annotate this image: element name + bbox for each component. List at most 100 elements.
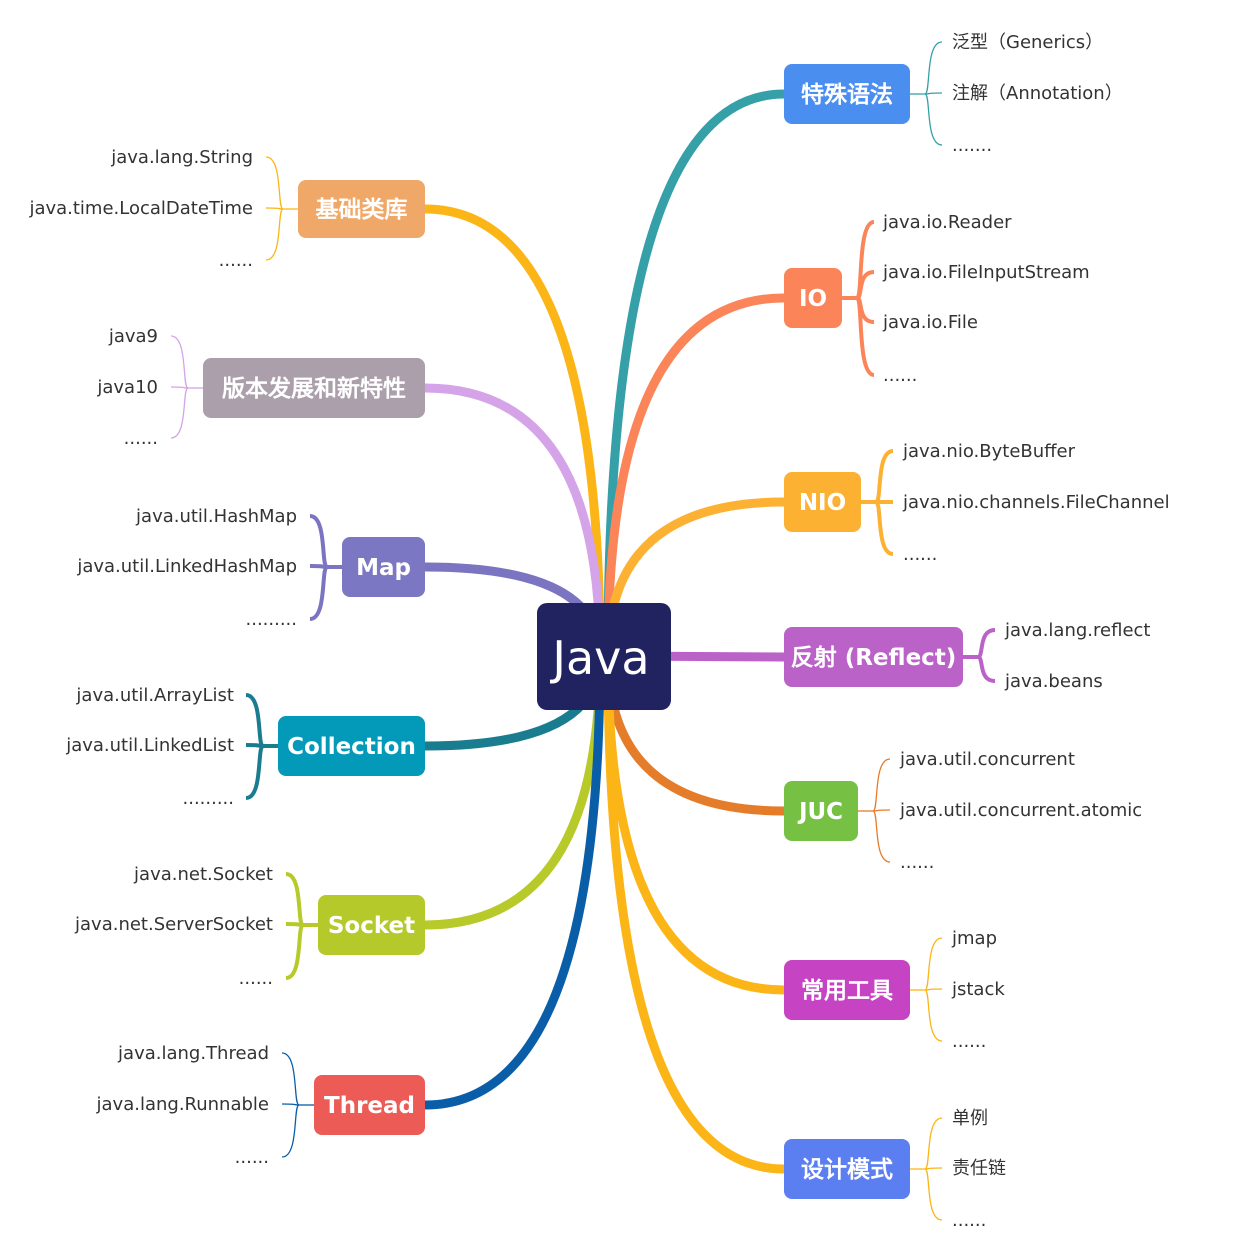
bracket-curve [245, 744, 265, 800]
topic-node[interactable]: IO [784, 268, 842, 328]
leaf-item[interactable]: ....... [952, 135, 992, 156]
leaf-item[interactable]: java10 [96, 377, 158, 398]
topic-node[interactable]: Thread [314, 1075, 425, 1135]
branch-connector [603, 651, 789, 1174]
bracket-curve [309, 514, 329, 569]
branch-left-3: java.util.ArrayList java.util.LinkedList.… [65, 685, 425, 809]
topic-node[interactable]: Socket [318, 895, 425, 955]
bracket-curve [872, 758, 891, 812]
root-node[interactable]: Java [537, 603, 671, 710]
branch-right-2: java.nio.ByteBuffer java.nio.channels.Fil… [784, 441, 1170, 565]
topic-label: Socket [328, 913, 415, 939]
topic-node-box [784, 1139, 910, 1199]
leaf-item[interactable]: ...... [900, 852, 934, 873]
leaf-item[interactable]: java.util.LinkedHashMap [76, 556, 297, 577]
leaf-item[interactable]: java.util.concurrent [899, 749, 1075, 770]
topic-label: 设计模式 [801, 1157, 893, 1183]
branch-right-4: java.util.concurrent java.util.concurrent… [784, 749, 1142, 873]
branch-right-3: java.lang.reflect java.beans 反射 (Reflect) [784, 620, 1150, 692]
bracket-curve [265, 208, 284, 261]
topic-node-box [784, 627, 963, 687]
bracket-curve [924, 93, 943, 146]
bracket-curve [924, 1167, 943, 1170]
leaf-item[interactable]: jmap [951, 928, 997, 949]
bracket-curve [170, 387, 189, 439]
leaf-item[interactable]: ......... [183, 788, 235, 809]
topic-node-box [298, 180, 425, 238]
leaf-item[interactable]: ...... [124, 428, 158, 449]
topic-label: 反射 (Reflect) [791, 644, 957, 671]
branch-left-2: java.util.HashMap java.util.LinkedHashMap… [76, 506, 425, 630]
bracket-curve [309, 565, 329, 621]
leaf-item[interactable]: 注解（Annotation） [952, 83, 1123, 104]
leaf-item[interactable]: ......... [246, 609, 298, 630]
leaf-item[interactable]: java.time.LocalDateTime [28, 198, 253, 219]
topic-node[interactable]: Map [342, 537, 425, 597]
branch-left-0: java.lang.String java.time.LocalDateTime.… [28, 147, 425, 271]
topic-node-box [784, 268, 842, 328]
branch-connector [420, 383, 605, 661]
leaf-item[interactable]: ...... [235, 1147, 269, 1168]
root-node-box [537, 603, 671, 710]
topic-label: NIO [799, 490, 846, 516]
leaf-item[interactable]: java.lang.String [110, 147, 253, 168]
leaf-item[interactable]: 单例 [952, 1108, 988, 1129]
leaf-item[interactable]: java.lang.reflect [1004, 620, 1150, 641]
bracket-curve [924, 937, 943, 991]
topic-label: IO [799, 286, 827, 312]
topic-node[interactable]: 版本发展和新特性 [203, 358, 425, 418]
topic-label: Map [356, 555, 411, 581]
leaf-item[interactable]: java.net.ServerSocket [74, 914, 273, 935]
leaf-item[interactable]: java.beans [1004, 671, 1103, 692]
topic-node[interactable]: NIO [784, 472, 861, 532]
topic-node-box [342, 537, 425, 597]
leaf-item[interactable]: java.util.ArrayList [75, 685, 234, 706]
leaf-item[interactable]: java9 [108, 326, 158, 347]
leaf-item[interactable]: ...... [883, 365, 917, 386]
topic-label: 版本发展和新特性 [222, 375, 406, 402]
leaf-item[interactable]: java.io.Reader [882, 212, 1012, 233]
topic-node-box [278, 716, 425, 776]
leaf-item[interactable]: ...... [903, 544, 937, 565]
branch-left-1: java9 java10...... 版本发展和新特性 [96, 326, 425, 449]
bracket-curve [872, 809, 891, 812]
branch-right-1: java.io.Reader java.io.FileInputStream jav… [784, 212, 1090, 386]
topic-node-box [784, 781, 858, 841]
leaf-item[interactable]: ...... [239, 968, 273, 989]
bracket-curve [285, 923, 305, 980]
topic-node[interactable]: 反射 (Reflect) [784, 627, 963, 687]
leaf-item[interactable]: java.io.File [882, 312, 978, 333]
leaf-item[interactable]: java.util.HashMap [135, 506, 297, 527]
bracket-curve [924, 92, 943, 95]
leaf-item[interactable]: ...... [952, 1031, 986, 1052]
bracket-curve [170, 335, 189, 389]
leaf-item[interactable]: 责任链 [952, 1158, 1006, 1179]
topic-node[interactable]: 基础类库 [298, 180, 425, 238]
leaf-item[interactable]: java.nio.channels.FileChannel [902, 492, 1170, 513]
leaf-item[interactable]: java.io.FileInputStream [882, 262, 1090, 283]
bracket-curve [170, 386, 189, 389]
topic-node[interactable]: Collection [278, 716, 425, 776]
leaf-item[interactable]: java.lang.Runnable [96, 1094, 269, 1115]
topic-node[interactable]: 常用工具 [784, 960, 910, 1020]
leaf-item[interactable]: java.net.Socket [133, 864, 273, 885]
branch-connector [420, 651, 605, 1110]
leaf-item[interactable]: java.util.concurrent.atomic [899, 800, 1142, 821]
topic-node[interactable]: JUC [784, 781, 858, 841]
leaf-item[interactable]: 泛型（Generics） [952, 32, 1103, 53]
bracket-curve [265, 156, 284, 210]
bracket-curve [874, 500, 894, 556]
leaf-item[interactable]: ...... [219, 250, 253, 271]
leaf-item[interactable]: jstack [951, 979, 1005, 1000]
bracket-curve [281, 1052, 300, 1106]
leaf-item[interactable]: java.lang.Thread [117, 1043, 269, 1064]
bracket-curve [924, 989, 943, 1042]
bracket-curve [924, 988, 943, 991]
leaf-item[interactable]: java.util.LinkedList [65, 735, 234, 756]
leaf-item[interactable]: java.nio.ByteBuffer [902, 441, 1076, 462]
leaf-item[interactable]: ...... [952, 1210, 986, 1231]
branch-left-5: java.lang.Thread java.lang.Runnable......… [96, 1043, 425, 1168]
topic-node[interactable]: 特殊语法 [784, 64, 910, 124]
topic-node[interactable]: 设计模式 [784, 1139, 910, 1199]
